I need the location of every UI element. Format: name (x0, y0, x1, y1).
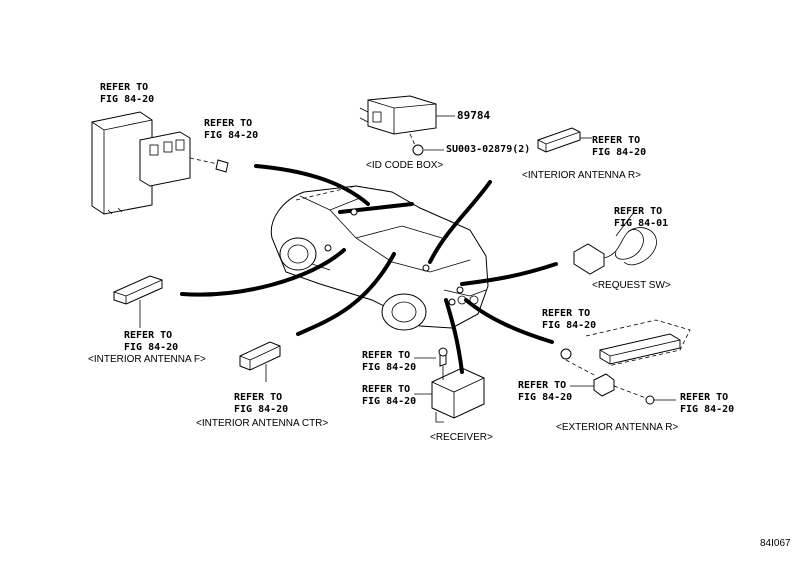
caption-receiver: <RECEIVER> (430, 432, 493, 443)
leader-lines (180, 164, 558, 374)
caption-id-code-box: <ID CODE BOX> (366, 160, 444, 171)
refer-to-text: REFER TO (680, 392, 729, 403)
interior-antenna-f-drawing (113, 275, 163, 328)
interior-antenna-ctr-drawing (239, 341, 281, 382)
refer-to-text: REFER TO (234, 392, 283, 403)
part-number-id-box: 89784 (457, 109, 491, 122)
request-switch-drawing (573, 211, 657, 275)
caption-interior-antenna-r: <INTERIOR ANTENNA R> (522, 170, 641, 181)
refer-to-text: REFER TO (362, 350, 411, 361)
fig-ref-text: FIG 84-20 (100, 94, 155, 105)
caption-interior-antenna-ctr: <INTERIOR ANTENNA CTR> (196, 418, 329, 429)
fig-ref-text: FIG 84-20 (592, 147, 647, 158)
refer-to-text: REFER TO (542, 308, 591, 319)
fig-ref-text: FIG 84-20 (542, 320, 597, 331)
caption-request-sw: <REQUEST SW> (592, 280, 671, 291)
refer-to-text: REFER TO (518, 380, 567, 391)
fig-ref-text: FIG 84-20 (234, 404, 289, 415)
refer-to-text: REFER TO (100, 82, 149, 93)
fig-ref-text: FIG 84-20 (518, 392, 573, 403)
fig-ref-text: FIG 84-20 (680, 404, 735, 415)
caption-interior-antenna-f: <INTERIOR ANTENNA F> (88, 354, 206, 365)
id-code-box-drawing (359, 95, 455, 156)
refer-to-text: REFER TO (592, 135, 641, 146)
refer-to-text: REFER TO (124, 330, 173, 341)
interior-antenna-r-drawing (537, 127, 592, 153)
refer-to-text: REFER TO (614, 206, 663, 217)
caption-exterior-antenna-r: <EXTERIOR ANTENNA R> (556, 422, 679, 433)
fig-ref-text: FIG 84-20 (362, 362, 417, 373)
figure-code: 84I067 (760, 538, 791, 549)
fig-ref-text: FIG 84-20 (362, 396, 417, 407)
vehicle-drawing (270, 185, 489, 331)
fig-ref-text: FIG 84-20 (204, 130, 259, 141)
fig-ref-text: FIG 84-20 (124, 342, 179, 353)
part-number-nut: SU003-02879(2) (446, 144, 531, 155)
exterior-antenna-r-drawing (560, 319, 691, 405)
fig-ref-text: FIG 84-01 (614, 218, 669, 229)
refer-to-text: REFER TO (204, 118, 253, 129)
receiver-drawing (414, 347, 485, 423)
refer-to-text: REFER TO (362, 384, 411, 395)
ecu-module-drawing (91, 111, 229, 215)
